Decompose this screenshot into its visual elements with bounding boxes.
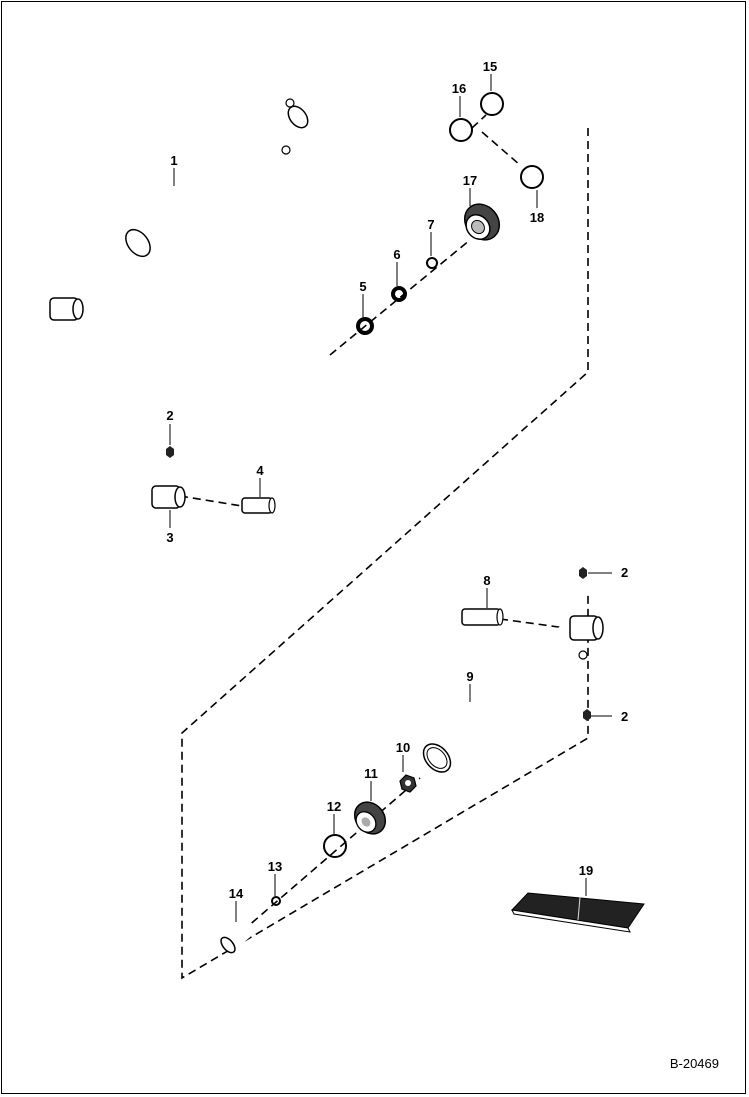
seal-guide-line-18: [481, 131, 521, 166]
callout-12: 12: [327, 799, 341, 814]
hydraulic-cylinder-assembly: [49, 98, 310, 321]
pin-4: [241, 497, 276, 514]
callout-1: 1: [170, 153, 177, 168]
callout-3: 3: [166, 530, 173, 545]
callout-7: 7: [427, 217, 434, 232]
seal-ring-16: [449, 118, 473, 142]
leader-lines: [169, 74, 612, 922]
seal-ring-15: [480, 92, 504, 116]
rod-axis-line: [329, 239, 471, 356]
grease-fitting-2-upper: [166, 446, 174, 458]
seal-guide-line-16: [471, 114, 487, 129]
seal-ring-5: [356, 317, 374, 335]
grease-fitting-2-right-top: [579, 567, 587, 579]
barrel-axis-line: [231, 777, 421, 941]
callout-4: 4: [256, 463, 264, 478]
callout-15: 15: [483, 59, 497, 74]
callout-5: 5: [359, 279, 366, 294]
seal-ring-12: [323, 834, 347, 858]
callout-8: 8: [483, 573, 490, 588]
callout-9: 9: [466, 669, 473, 684]
pin-guide-line: [179, 495, 243, 507]
callout-2: 2: [166, 408, 173, 423]
o-ring-13: [271, 896, 281, 906]
callout-2-right-top: 2: [621, 565, 628, 580]
bushing-14: [220, 922, 253, 954]
callout-13: 13: [268, 859, 282, 874]
cylinder-barrel-9: [422, 614, 604, 773]
callout-6: 6: [393, 247, 400, 262]
callout-2-right-bottom: 2: [621, 709, 628, 724]
cylinder-rod: [151, 359, 331, 509]
nut-10: [399, 774, 417, 793]
seal-ring-18: [520, 165, 544, 189]
callout-19: 19: [579, 863, 593, 878]
pin-guide-line-8: [499, 618, 567, 629]
pin-8: [461, 608, 504, 626]
gland-17: [463, 203, 501, 241]
callout-18: 18: [530, 210, 544, 225]
callout-16: 16: [452, 81, 466, 96]
assembly-dashed-outline: [181, 128, 589, 980]
piston-11: [353, 801, 387, 835]
callout-11: 11: [364, 766, 378, 781]
callout-17: 17: [463, 173, 477, 188]
seal-ring-6: [391, 286, 407, 302]
seal-ring-7: [426, 257, 438, 269]
seal-kit-19: [510, 892, 645, 933]
callout-14: 14: [229, 886, 244, 901]
callout-10: 10: [396, 740, 410, 755]
figure-code: B-20469: [670, 1056, 719, 1071]
grease-fitting-2-right-bottom: [583, 709, 591, 721]
